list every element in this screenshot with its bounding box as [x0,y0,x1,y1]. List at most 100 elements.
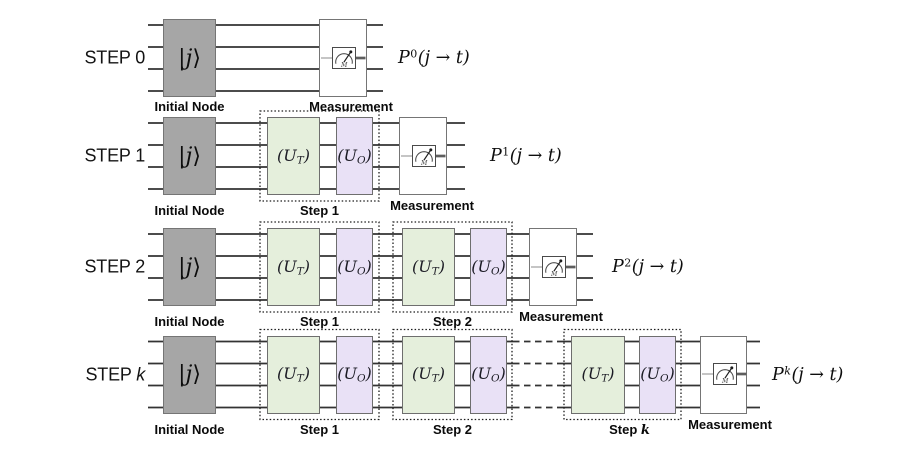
output-probability-step-0: P0(j → t) [398,47,470,67]
output-p-args: (j → t) [631,256,684,277]
row-label-step-1-number: 1 [135,145,145,166]
row-label-step-k: STEP k [85,364,145,385]
ut-gate-step-k-step1: (UT) [267,335,320,414]
initial-state-ket-step-2: |j⟩ [178,255,201,280]
ket-bar: | [178,362,186,387]
gate-paren-close: ) [499,256,506,276]
initial-node-caption-step-1: Initial Node [154,203,225,218]
gate-subscript: O [659,372,669,385]
ut-gate-step-1-step1: (UT) [267,117,320,195]
gate-paren-close: ) [365,364,372,384]
gate-base-u: U [343,256,357,276]
ket-bar: | [178,45,186,71]
group-caption-step-2-step1: Step 1 [300,314,339,329]
uo-gate-step-2-step1: (UO) [336,228,373,306]
gate-paren-open: ( [471,364,478,384]
ut-gate-label: (UT) [582,364,615,384]
gate-paren-close: ) [303,256,310,276]
gate-subscript: O [356,372,366,385]
gate-paren-open: ( [471,256,478,276]
measurement-caption-step-2: Measurement [519,309,603,324]
group-caption-prefix: Step [299,203,332,218]
output-p-superscript: 2 [624,256,632,270]
uo-gate-step-k-stepk: (UO) [639,335,676,414]
gate-subscript: O [490,265,500,278]
group-caption-number: 1 [331,421,340,437]
uo-gate-step-2-step2: (UO) [470,228,507,306]
group-rect-step-k-stepk [563,328,682,421]
ut-gate-label: (UT) [277,257,310,277]
gate-base-u: U [283,145,297,165]
uo-gate-label: (UO) [640,364,675,384]
ket-state-j: j [185,143,193,169]
gate-subscript: O [490,372,500,385]
meter-m-glyph: M [721,378,729,385]
uo-gate-label: (UO) [471,364,506,384]
uo-gate-label: (UO) [471,257,506,277]
measurement-meter-icon: M [401,144,446,167]
gate-paren-close: ) [365,256,372,276]
meter-m-glyph: M [420,160,428,167]
meter-needle-tip [349,49,353,53]
meter-needle [724,367,733,379]
measurement-gate-step-2: M [529,228,577,306]
output-p-superscript: 1 [502,145,510,159]
group-caption-number: 2 [464,421,473,437]
gate-paren-close: ) [438,364,445,384]
group-caption-prefix: Step [609,421,641,437]
gate-paren-close: ) [303,364,310,384]
gate-paren-open: ( [581,364,588,384]
meter-m-glyph: M [340,62,348,69]
ket-state-j: j [185,45,193,71]
gate-base-u: U [477,256,491,276]
ket-rangle: ⟩ [192,362,201,387]
uo-gate-step-k-step1: (UO) [336,335,373,414]
group-caption-number: k [640,422,650,438]
initial-state-ket-step-1: |j⟩ [178,144,201,169]
group-caption-step-k-stepk: Step k [609,422,650,438]
meter-needle-tip [559,258,563,262]
ut-gate-label: (UT) [412,364,445,384]
output-p-base: P [772,364,784,385]
row-label-step-0: STEP 0 [84,48,145,69]
meter-gauge-arc [335,52,353,64]
output-p-args: (j → t) [509,145,562,166]
ut-gate-step-2-step2: (UT) [402,228,455,306]
measurement-caption-step-k: Measurement [688,416,772,432]
group-caption-step-k-step2: Step 2 [433,422,472,437]
initial-state-ket-step-0: |j⟩ [178,46,201,71]
group-caption-step-1-step1: Step 1 [300,203,339,218]
group-caption-number: 2 [464,314,473,329]
group-caption-prefix: Step [432,421,465,437]
meter-needle-tip [730,366,734,370]
gate-paren-close: ) [499,364,506,384]
measurement-gate-step-k: M [700,335,747,414]
measurement-caption-step-1: Measurement [390,198,474,213]
gate-paren-open: ( [337,145,344,165]
group-caption-prefix: Step [432,314,465,329]
row-label-step-1-prefix: STEP [84,145,136,166]
measurement-meter-icon: M [321,46,366,69]
gate-base-u: U [477,364,491,384]
ket-bar: | [178,254,186,280]
meter-needle-tip [429,147,433,151]
group-caption-number: 1 [331,203,340,218]
initial-node-gate-step-k: |j⟩ [163,335,216,414]
row-label-step-0-prefix: STEP [84,47,136,68]
gate-paren-open: ( [277,145,284,165]
group-caption-prefix: Step [299,314,332,329]
gate-paren-open: ( [640,364,647,384]
uo-gate-step-k-step2: (UO) [470,335,507,414]
measurement-meter-icon: M [702,363,747,386]
measurement-gate-step-0: M [319,19,367,97]
initial-node-caption-step-0: Initial Node [154,99,225,114]
ket-rangle: ⟩ [192,143,201,169]
ut-gate-label: (UT) [412,257,445,277]
ket-rangle: ⟩ [192,254,201,280]
output-p-args: (j → t) [417,47,470,68]
gate-base-u: U [646,364,660,384]
output-p-superscript: k [784,363,791,377]
row-label-step-2: STEP 2 [84,257,145,278]
output-p-base: P [490,145,502,166]
gate-paren-close: ) [608,364,615,384]
